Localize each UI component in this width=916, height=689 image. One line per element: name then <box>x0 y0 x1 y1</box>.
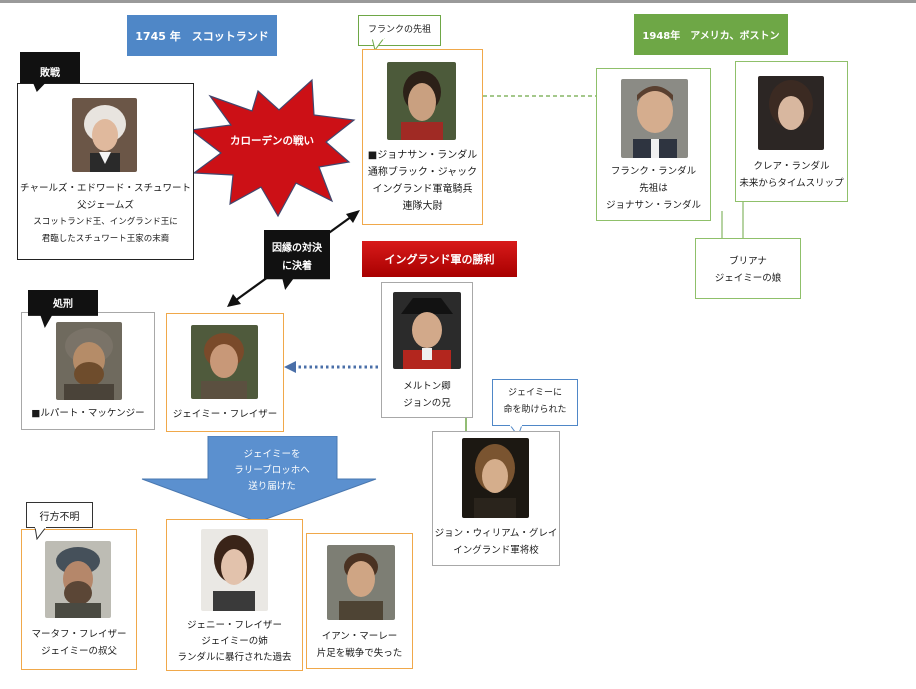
rupert-line-1: ■ルパート・マッケンジー <box>31 408 145 419</box>
claire-text: クレア・ランダル 未来からタイムスリップ <box>737 158 846 192</box>
jenny-line-2: ジェイミーの姉 <box>201 636 268 647</box>
ian-line-2: 片足を戦争で失った <box>316 648 403 659</box>
jonathan-line-3: イングランド軍竜騎兵 <box>372 184 473 195</box>
jenny-line-3: ランダルに暴行された過去 <box>177 652 292 663</box>
missing-callout-tail <box>34 527 47 540</box>
delivered-text: ジェイミーを ラリーブロッホへ 送り届けた <box>208 447 336 495</box>
charles-line-4: 君臨したスチュワート王家の末裔 <box>41 234 170 244</box>
murtagh-text: マータフ・フレイザー ジェイミーの叔父 <box>23 626 135 660</box>
jonathan-line-1: ■ジョナサン・ランダル <box>367 150 478 161</box>
john-grey-text: ジョン・ウィリアム・グレイ イングランド軍将校 <box>434 525 558 559</box>
charles-photo <box>72 98 137 172</box>
missing-callout: 行方不明 <box>26 502 93 528</box>
jonathan-photo <box>387 62 456 140</box>
melton-line-1: メルトン卿 <box>403 381 451 392</box>
murtagh-photo <box>45 541 111 618</box>
charles-line-3: スコットランド王、イングランド王に <box>33 217 178 227</box>
brianna-line-2: ジェイミーの娘 <box>714 273 782 284</box>
claire-photo <box>758 76 824 150</box>
jamie-photo <box>191 325 258 399</box>
frank-line-1: フランク・ランダル <box>610 166 697 177</box>
frank-line-3: ジョナサン・ランダル <box>605 200 701 211</box>
ian-photo <box>327 545 395 620</box>
culloden-label: カローデンの戦い <box>230 134 314 147</box>
jonathan-text: ■ジョナサン・ランダル 通称ブラック・ジャック イングランド軍竜騎兵 連隊大尉 <box>365 147 480 215</box>
melton-jamie-dotted-arrow <box>284 361 378 373</box>
header-1948-boston: 1948年 アメリカ、ボストン <box>634 14 788 55</box>
rupert-photo <box>56 322 122 400</box>
delivered-line-2: ラリーブロッホへ <box>234 465 310 476</box>
jamie-line-1: ジェイミー・フレイザー <box>172 409 278 420</box>
jenny-photo <box>201 529 268 611</box>
frank-line-2: 先祖は <box>639 183 668 194</box>
john-grey-line-2: イングランド軍将校 <box>453 545 539 556</box>
murtagh-line-2: ジェイミーの叔父 <box>40 646 117 657</box>
charles-line-1: チャールズ・エドワード・スチュワート <box>20 183 191 194</box>
charles-text: チャールズ・エドワード・スチュワート 父ジェームズ スコットランド王、イングラン… <box>20 180 191 248</box>
brianna-line-1: ブリアナ <box>729 256 767 267</box>
claire-line-2: 未来からタイムスリップ <box>739 178 844 189</box>
jamie-text: ジェイミー・フレイザー <box>168 406 282 423</box>
charles-line-2: 父ジェームズ <box>77 200 134 211</box>
culloden-explosion: カローデンの戦い <box>189 78 356 218</box>
brianna-text: ブリアナ ジェイミーの娘 <box>697 253 799 287</box>
delivered-line-1: ジェイミーを <box>243 449 301 460</box>
frank-ancestor-callout: フランクの先祖 <box>358 15 441 46</box>
brianna-card <box>695 238 801 299</box>
murtagh-line-1: マータフ・フレイザー <box>31 629 127 640</box>
melton-photo <box>393 292 461 369</box>
john-grey-photo <box>462 438 529 518</box>
header-1745-scotland: 1745 年 スコットランド <box>127 15 277 56</box>
jenny-card <box>166 519 303 671</box>
melton-text: メルトン卿 ジョンの兄 <box>383 378 471 412</box>
delivered-line-3: 送り届けた <box>248 481 296 492</box>
jenny-line-1: ジェニー・フレイザー <box>186 620 282 631</box>
frank-text: フランク・ランダル 先祖は ジョナサン・ランダル <box>599 163 708 214</box>
jonathan-line-2: 通称ブラック・ジャック <box>367 167 478 178</box>
header-english-victory: イングランド軍の勝利 <box>362 241 517 277</box>
jonathan-line-4: 連隊大尉 <box>402 201 443 212</box>
jamie-saved-callout: ジェイミーに 命を助けられた <box>492 379 578 426</box>
ian-line-1: イアン・マーレー <box>321 631 398 642</box>
delivered-to-lallybroch-arrow <box>141 436 377 523</box>
melton-line-2: ジョンの兄 <box>403 398 451 409</box>
claire-line-1: クレア・ランダル <box>753 161 830 172</box>
frank-ancestor-callout-tail <box>372 38 385 51</box>
jenny-text: ジェニー・フレイザー ジェイミーの姉 ランダルに暴行された過去 <box>168 618 301 666</box>
ian-text: イアン・マーレー 片足を戦争で失った <box>308 628 411 662</box>
john-grey-line-1: ジョン・ウィリアム・グレイ <box>434 528 558 539</box>
frank-photo <box>621 79 688 158</box>
rupert-text: ■ルパート・マッケンジー <box>23 405 153 422</box>
window-top-border <box>0 0 916 3</box>
